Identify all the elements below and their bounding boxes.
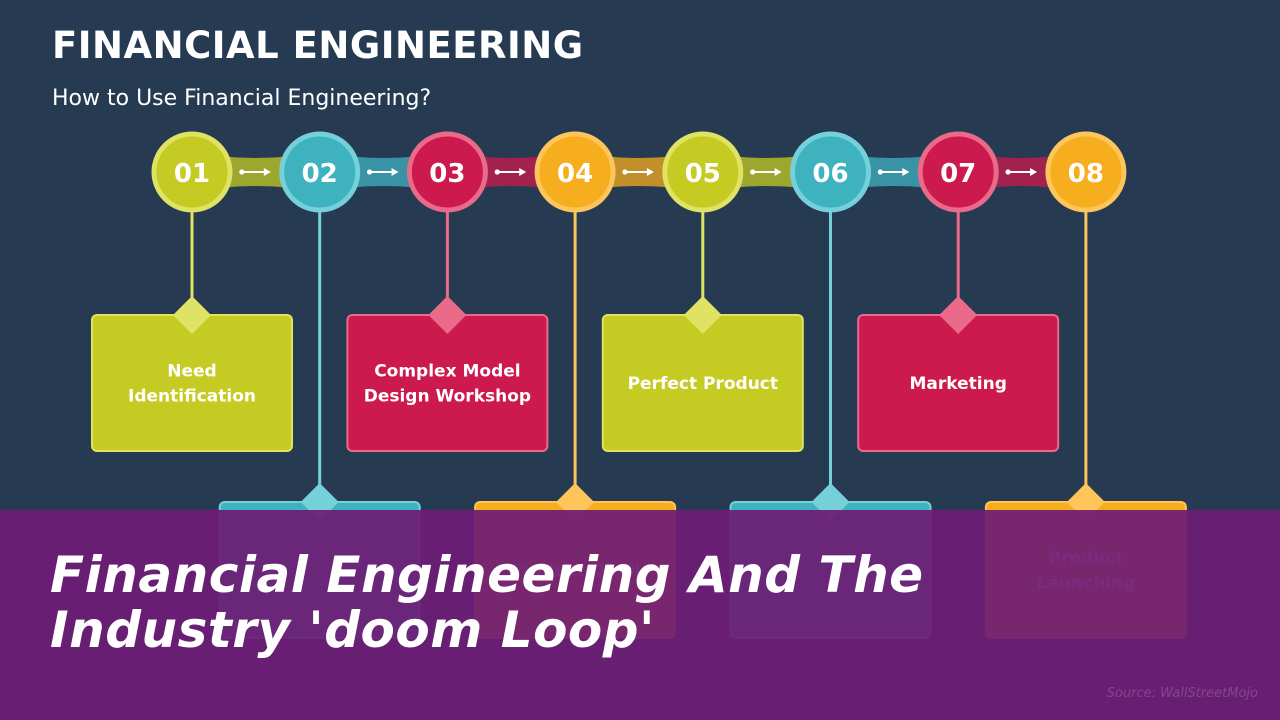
step-circle xyxy=(406,131,488,213)
step-circle xyxy=(917,131,999,213)
step-number: 02 xyxy=(302,159,338,189)
step-label: Design Workshop xyxy=(364,387,531,407)
step-circle xyxy=(151,131,233,213)
step-label: Marketing xyxy=(910,374,1007,394)
arrow-head-icon xyxy=(1030,168,1038,176)
arrow-head-icon xyxy=(902,168,910,176)
step-circle xyxy=(790,131,871,213)
step-box xyxy=(346,314,549,452)
diamond-node xyxy=(683,296,722,334)
step-number: 06 xyxy=(812,159,848,189)
step-circle xyxy=(662,131,744,213)
step-number: 08 xyxy=(1068,159,1104,189)
step-label: Need xyxy=(167,362,216,382)
source-credit: Source: WallStreetMojo xyxy=(1106,686,1258,701)
step-circle xyxy=(279,131,361,213)
arrow-head-icon xyxy=(391,168,399,176)
arrow-head-icon xyxy=(646,168,654,176)
step-number: 03 xyxy=(429,159,465,189)
step-number: 05 xyxy=(685,159,721,189)
slide-subtitle: How to Use Financial Engineering? xyxy=(52,86,432,111)
headline-banner xyxy=(0,510,1280,720)
arrow-head-icon xyxy=(263,168,271,176)
step-circle xyxy=(1045,131,1127,213)
step-number: 07 xyxy=(940,159,976,189)
slide-title: FINANCIAL ENGINEERING xyxy=(52,24,584,67)
step-label: Perfect Product xyxy=(628,374,778,394)
step-label: Identification xyxy=(128,387,256,407)
step-box xyxy=(91,314,293,452)
step-label: Complex Model xyxy=(374,362,520,382)
arrow-head-icon xyxy=(519,168,527,176)
step-number: 04 xyxy=(557,159,593,189)
step-number: 01 xyxy=(174,159,210,189)
diamond-node xyxy=(173,296,211,334)
article-headline: Financial Engineering And The Industry '… xyxy=(50,546,924,659)
step-circle xyxy=(534,131,616,213)
diamond-node xyxy=(939,296,978,334)
arrow-head-icon xyxy=(774,168,782,176)
diamond-node xyxy=(428,296,467,334)
